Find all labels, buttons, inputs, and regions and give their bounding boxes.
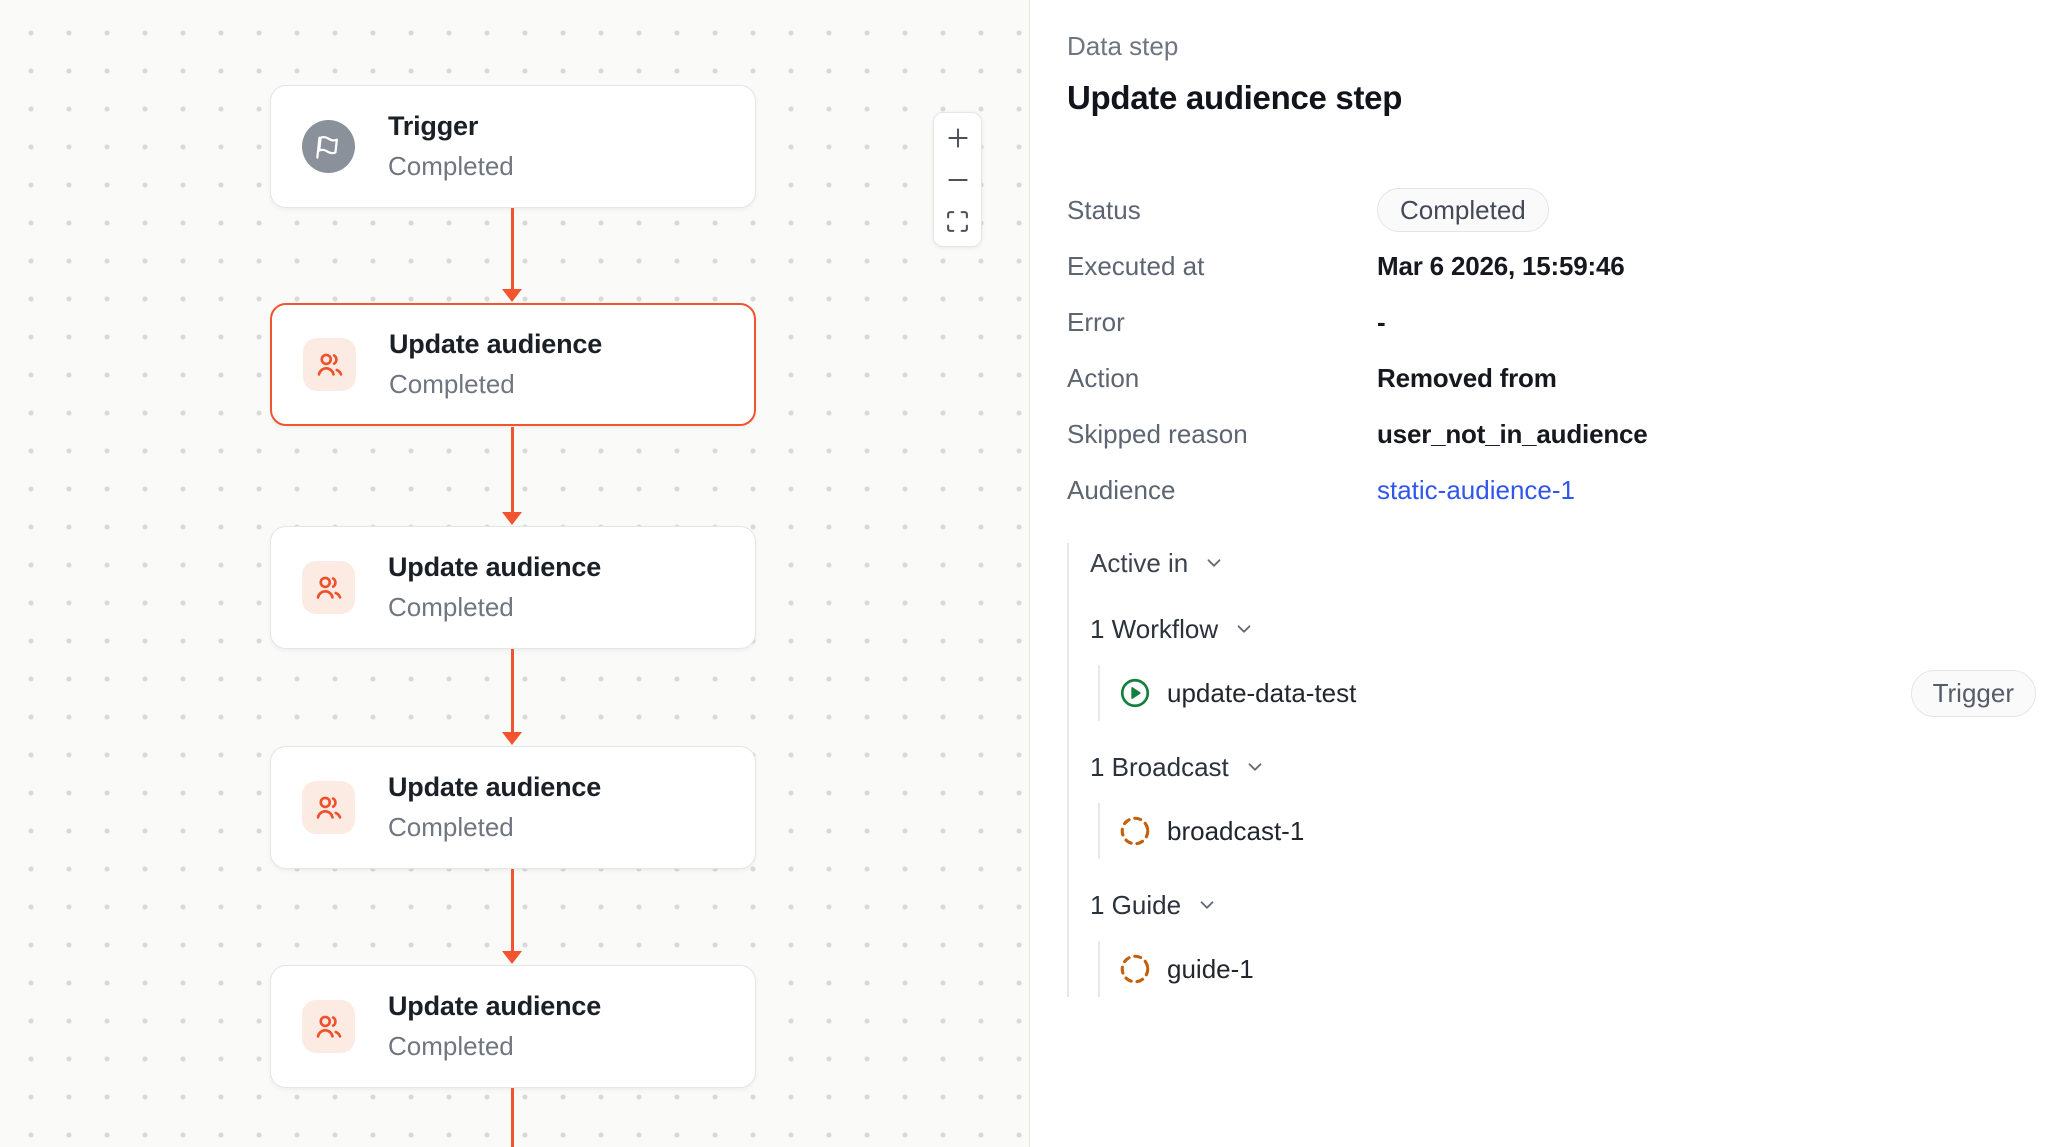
field-label: Executed at — [1067, 250, 1205, 281]
node-status: Completed — [388, 151, 514, 181]
connector-arrowhead — [502, 289, 522, 302]
workflow-canvas[interactable]: Trigger Completed Update audience Comple… — [0, 0, 1030, 1147]
node-title: Update audience — [388, 991, 602, 1021]
minus-icon — [945, 167, 971, 193]
connector-line — [511, 427, 514, 512]
dashed-circle-icon — [1118, 814, 1152, 848]
step-detail-fields: Status Completed Executed at Mar 6 2026,… — [1067, 182, 2036, 518]
users-icon — [303, 338, 356, 391]
workflow-node-trigger[interactable]: Trigger Completed — [270, 85, 756, 208]
dashed-circle-icon — [1118, 952, 1152, 986]
node-text: Trigger Completed — [388, 111, 514, 182]
list-item-workflow[interactable]: update-data-test Trigger — [1098, 665, 2036, 721]
page-title: Update audience step — [1067, 79, 1403, 116]
active-in-header[interactable]: Active in — [1090, 543, 1225, 583]
node-title: Update audience — [388, 552, 602, 582]
field-label: Audience — [1067, 474, 1176, 505]
field-label: Status — [1067, 194, 1141, 225]
connector-line — [511, 649, 514, 732]
node-status: Completed — [389, 369, 515, 399]
active-in-section: Active in 1 Workflow update-data-test Tr… — [1067, 543, 2036, 997]
connector-line — [511, 869, 514, 951]
active-in-label: Active in — [1090, 547, 1189, 578]
node-status: Completed — [388, 1031, 514, 1061]
node-text: Update audience Completed — [388, 552, 601, 623]
users-icon — [302, 1000, 355, 1053]
connector-line — [511, 208, 514, 291]
connector-arrowhead — [502, 512, 522, 525]
field-row-error: Error - — [1067, 294, 2036, 350]
list-item-guide[interactable]: guide-1 — [1098, 941, 2036, 997]
field-row-skipped-reason: Skipped reason user_not_in_audience — [1067, 406, 2036, 462]
field-label: Skipped reason — [1067, 418, 1248, 449]
field-row-action: Action Removed from — [1067, 350, 2036, 406]
play-circle-icon — [1118, 676, 1152, 710]
node-text: Update audience Completed — [389, 329, 602, 400]
list-item-broadcast[interactable]: broadcast-1 — [1098, 803, 2036, 859]
node-text: Update audience Completed — [388, 991, 601, 1062]
connector-arrowhead — [502, 732, 522, 745]
chevron-down-icon — [1244, 756, 1266, 778]
zoom-out-button[interactable] — [941, 163, 975, 197]
trigger-badge: Trigger — [1910, 669, 2036, 717]
field-row-status: Status Completed — [1067, 182, 2036, 238]
connector-line — [511, 1088, 514, 1147]
flag-icon — [302, 120, 355, 173]
step-type-label: Data step — [1067, 31, 1179, 61]
plus-icon — [945, 125, 971, 151]
item-name: update-data-test — [1167, 677, 1357, 708]
workflow-node-update-audience-1[interactable]: Update audience Completed — [270, 303, 756, 426]
workflow-node-update-audience-2[interactable]: Update audience Completed — [270, 526, 756, 649]
node-status: Completed — [388, 812, 514, 842]
users-icon — [302, 561, 355, 614]
connector-arrowhead — [502, 951, 522, 964]
chevron-down-icon — [1233, 618, 1255, 640]
item-name: broadcast-1 — [1167, 815, 1305, 846]
action-value: Removed from — [1377, 362, 1557, 393]
chevron-down-icon — [1196, 894, 1218, 916]
status-badge: Completed — [1377, 188, 1549, 232]
group-label: 1 Broadcast — [1090, 751, 1229, 782]
workflow-node-update-audience-3[interactable]: Update audience Completed — [270, 746, 756, 869]
group-label: 1 Guide — [1090, 889, 1182, 920]
node-title: Update audience — [389, 329, 603, 359]
fit-view-button[interactable] — [941, 204, 975, 238]
field-label: Action — [1067, 362, 1140, 393]
field-label: Error — [1067, 306, 1125, 337]
canvas-zoom-controls — [933, 112, 982, 247]
chevron-down-icon — [1203, 552, 1225, 574]
item-name: guide-1 — [1167, 953, 1254, 984]
group-header-workflow[interactable]: 1 Workflow — [1090, 609, 2036, 649]
group-label: 1 Workflow — [1090, 613, 1219, 644]
field-row-executed-at: Executed at Mar 6 2026, 15:59:46 — [1067, 238, 2036, 294]
node-status: Completed — [388, 592, 514, 622]
step-details-panel: Data step Update audience step Status Co… — [1031, 0, 2048, 1147]
workflow-node-update-audience-4[interactable]: Update audience Completed — [270, 965, 756, 1088]
node-text: Update audience Completed — [388, 772, 601, 843]
node-title: Update audience — [388, 772, 602, 802]
users-icon — [302, 781, 355, 834]
fit-view-icon — [945, 209, 970, 234]
error-value: - — [1377, 306, 1386, 337]
node-title: Trigger — [388, 111, 479, 141]
field-row-audience: Audience static-audience-1 — [1067, 462, 2036, 518]
skipped-reason-value: user_not_in_audience — [1377, 418, 1648, 449]
group-header-guide[interactable]: 1 Guide — [1090, 885, 2036, 925]
zoom-in-button[interactable] — [941, 121, 975, 155]
audience-link[interactable]: static-audience-1 — [1377, 474, 1575, 505]
executed-at-value: Mar 6 2026, 15:59:46 — [1377, 250, 1625, 281]
group-header-broadcast[interactable]: 1 Broadcast — [1090, 747, 2036, 787]
